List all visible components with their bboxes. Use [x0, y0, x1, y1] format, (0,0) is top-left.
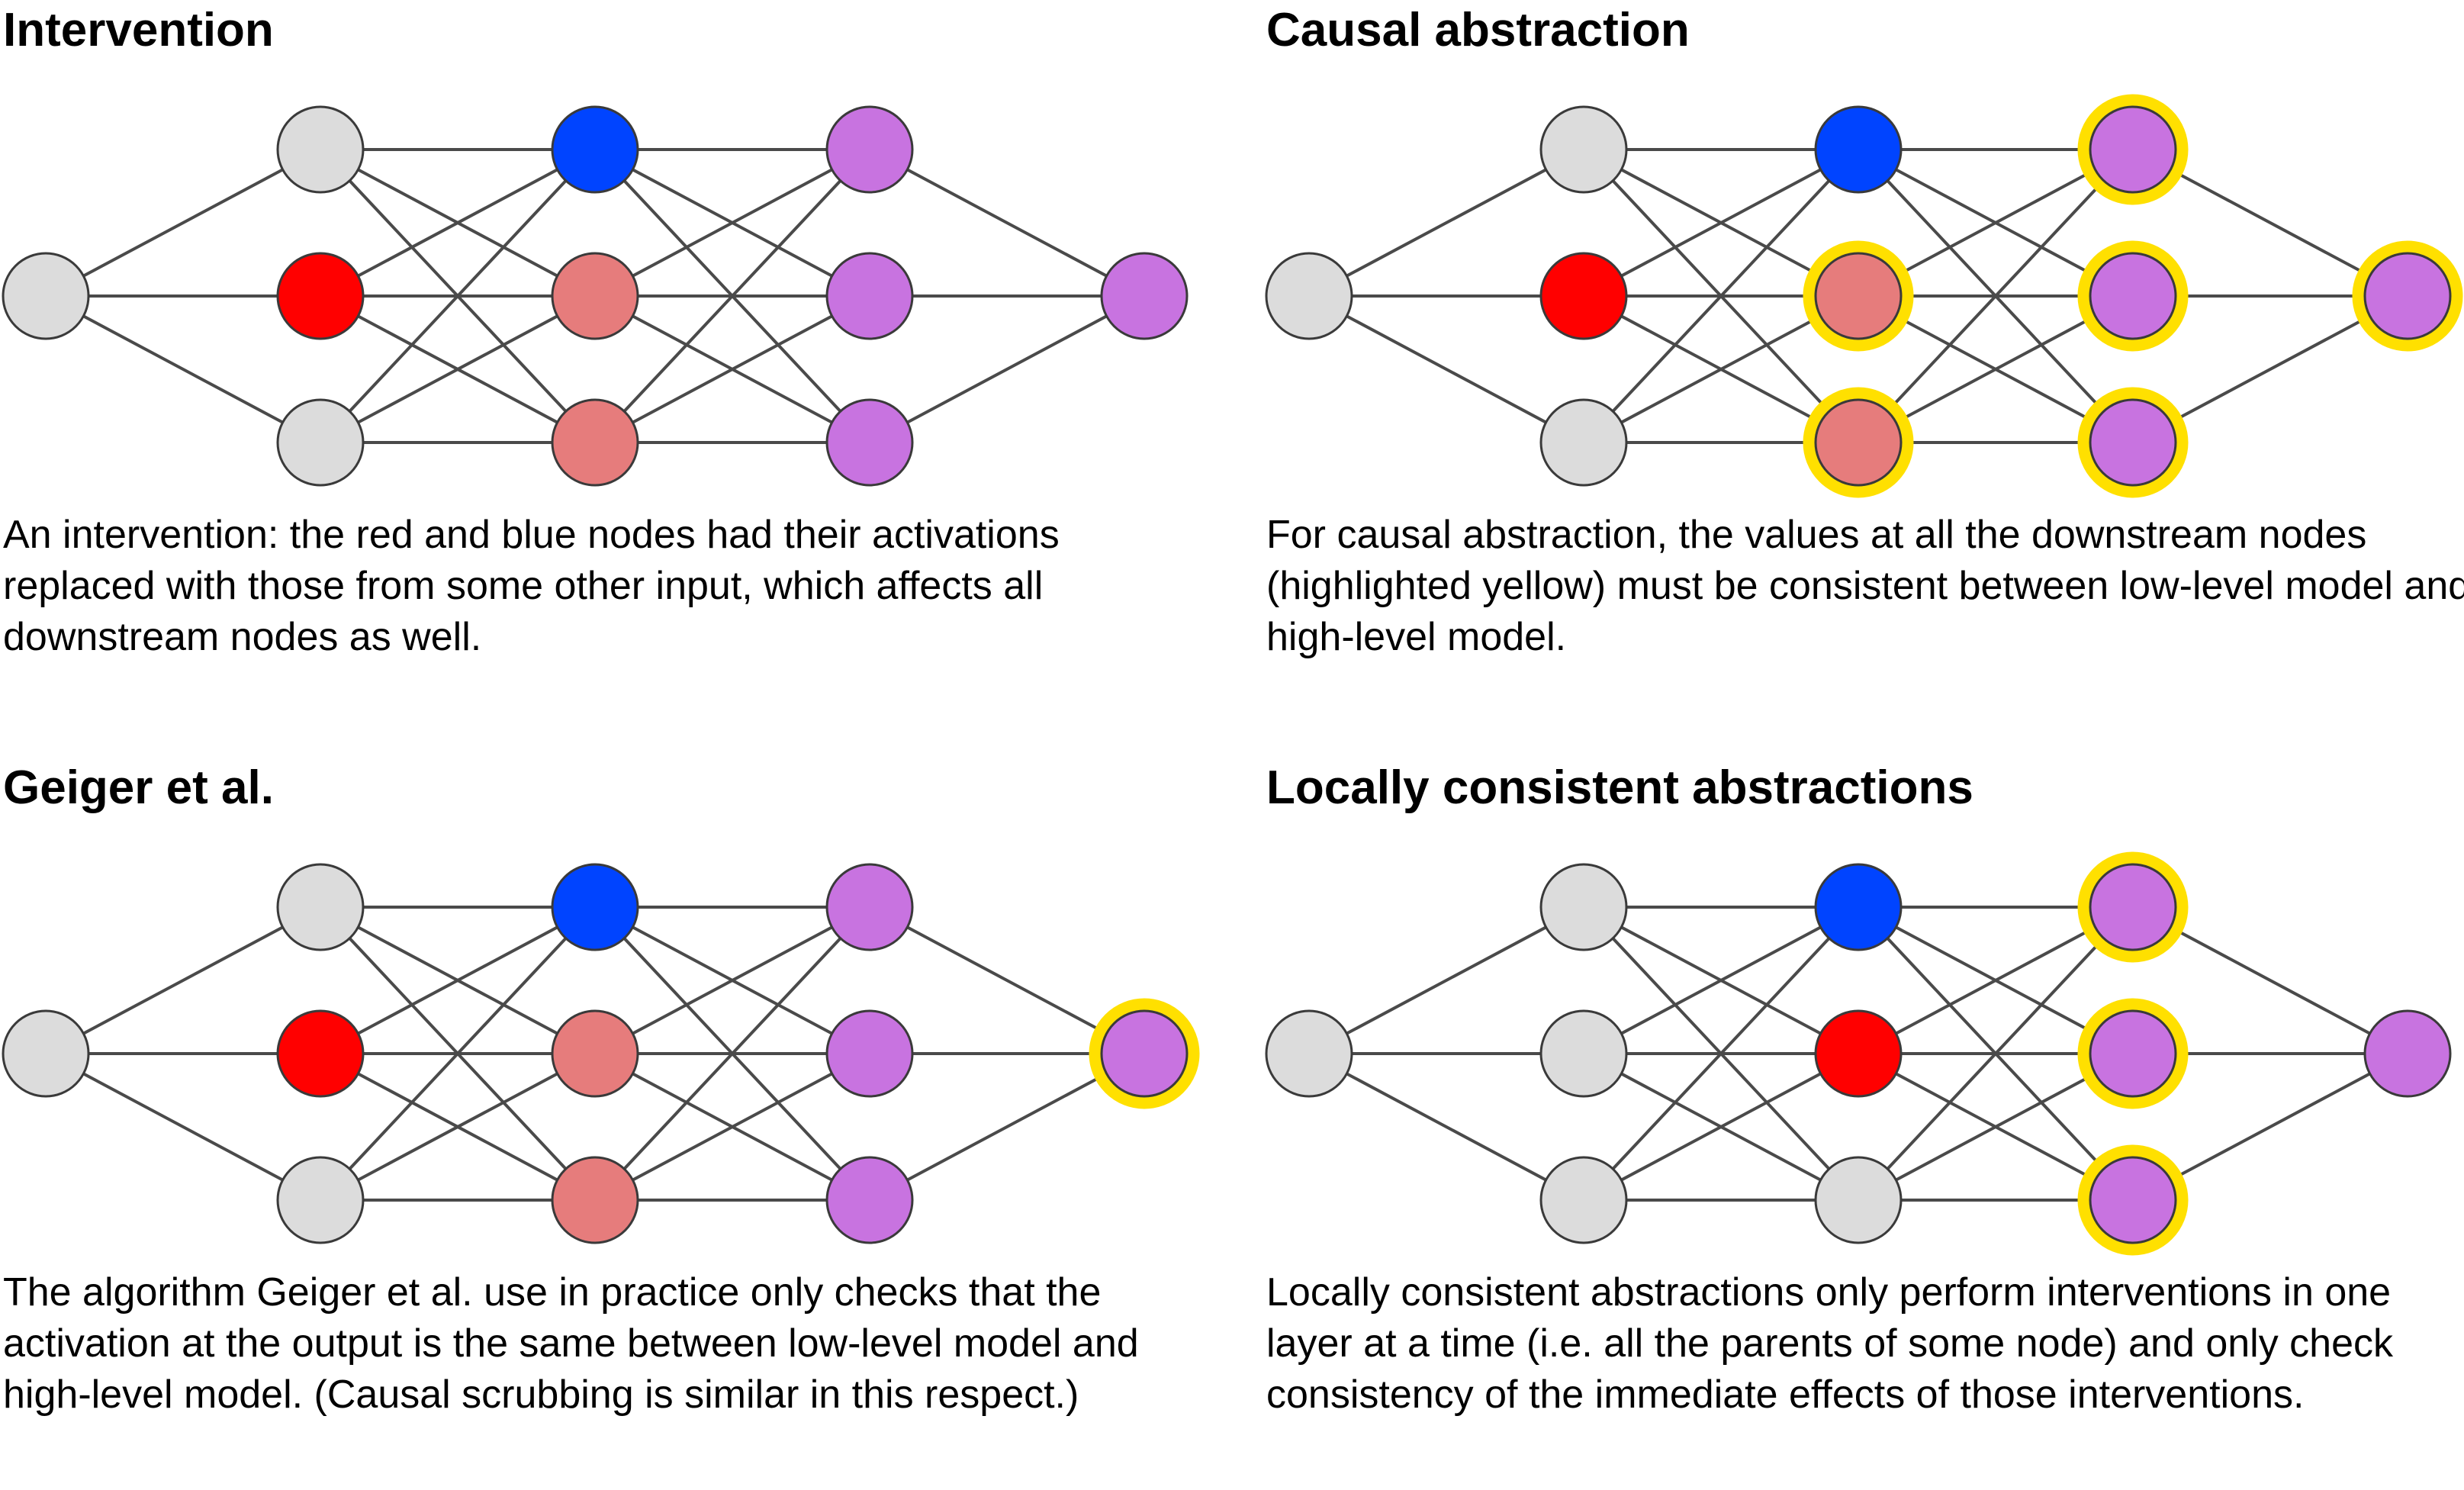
node-hidden3-middle [825, 1009, 914, 1098]
panel-caption: The algorithm Geiger et al. use in pract… [3, 1270, 1139, 1417]
network-diagram [1265, 94, 2463, 498]
network-diagram [1265, 851, 2452, 1256]
edge [869, 294, 1145, 444]
node-input [2, 252, 90, 340]
highlight-ring-hidden3-top [2077, 851, 2189, 963]
edge [45, 294, 321, 444]
node-hidden3-top [825, 863, 914, 951]
edge [1583, 906, 1859, 1055]
node-hidden1-bottom [1539, 1156, 1628, 1244]
edge [320, 1052, 596, 1202]
node-hidden2-bottom [1814, 398, 1903, 487]
node-hidden2-bottom [551, 1156, 639, 1244]
panel-locally-consistent: Locally consistent abstractions Locally … [1263, 758, 2464, 1490]
node-output [1100, 252, 1189, 340]
node-hidden1-middle [276, 252, 365, 340]
node-hidden3-bottom [2089, 1156, 2177, 1244]
panel-caption: Locally consistent abstractions only per… [1266, 1270, 2393, 1417]
highlight-ring-hidden2-middle [1803, 240, 1914, 352]
node-hidden3-middle [825, 252, 914, 340]
panel-intervention: Intervention An intervention: the red an… [0, 0, 1221, 732]
highlight-ring-output [2352, 240, 2463, 352]
edge [594, 1052, 870, 1202]
edge [594, 148, 870, 298]
edge [1857, 906, 2134, 1202]
node-output [2363, 1009, 2452, 1098]
node-hidden3-bottom [2089, 398, 2177, 487]
edge [1857, 148, 2134, 444]
edge [1582, 906, 1860, 1202]
edge [869, 148, 1145, 298]
node-hidden2-top [1814, 105, 1903, 194]
node-hidden2-top [551, 863, 639, 951]
node-hidden2-middle [1814, 252, 1903, 340]
node-hidden2-middle [1814, 1009, 1903, 1098]
node-hidden3-top [2089, 105, 2177, 194]
edge [1583, 148, 1859, 298]
edge [1308, 1052, 1584, 1202]
node-hidden2-top [1814, 863, 1903, 951]
node-output [1100, 1009, 1189, 1098]
node-hidden1-bottom [1539, 398, 1628, 487]
highlight-ring-output [1089, 998, 1200, 1109]
panel-title: Geiger et al. [3, 761, 274, 814]
highlight-ring-hidden3-top [2077, 94, 2189, 205]
node-hidden1-middle [1539, 1009, 1628, 1098]
edge [1583, 1052, 1859, 1202]
highlight-ring-hidden3-middle [2077, 240, 2189, 352]
highlight-ring-hidden3-middle [2077, 998, 2189, 1109]
edge [45, 1052, 321, 1202]
node-hidden1-middle [1539, 252, 1628, 340]
edge [594, 294, 870, 444]
edge [320, 294, 596, 444]
node-hidden3-top [2089, 863, 2177, 951]
node-hidden3-top [825, 105, 914, 194]
edge [593, 148, 871, 444]
edge [1308, 294, 1584, 444]
node-hidden2-middle [551, 252, 639, 340]
edge [1582, 148, 1860, 444]
node-hidden1-top [276, 105, 365, 194]
panel-title: Intervention [3, 4, 274, 56]
node-input [2, 1009, 90, 1098]
edge [319, 148, 597, 444]
node-hidden2-top [551, 105, 639, 194]
panel-causal-abstraction: Causal abstraction For causal abstractio… [1263, 0, 2464, 732]
node-hidden2-bottom [551, 398, 639, 487]
panel-geiger: Geiger et al. The algorithm Geiger et al… [0, 758, 1221, 1490]
node-hidden1-bottom [276, 1156, 365, 1244]
edge [45, 148, 321, 298]
edge [320, 148, 596, 298]
node-hidden2-bottom [1814, 1156, 1903, 1244]
node-hidden2-middle [551, 1009, 639, 1098]
edge [45, 906, 321, 1055]
panel-title: Causal abstraction [1266, 4, 1690, 56]
node-hidden3-bottom [825, 1156, 914, 1244]
node-hidden1-top [1539, 105, 1628, 194]
edge [319, 906, 597, 1202]
node-hidden3-bottom [825, 398, 914, 487]
network-diagram [2, 105, 1189, 487]
node-output [2363, 252, 2452, 340]
node-hidden1-top [1539, 863, 1628, 951]
node-input [1265, 252, 1353, 340]
edge [320, 906, 596, 1055]
edge [1308, 148, 1584, 298]
highlight-ring-hidden3-bottom [2077, 387, 2189, 498]
node-hidden1-middle [276, 1009, 365, 1098]
node-hidden3-middle [2089, 252, 2177, 340]
node-hidden1-top [276, 863, 365, 951]
edge [594, 906, 870, 1055]
node-input [1265, 1009, 1353, 1098]
panel-caption: An intervention: the red and blue nodes … [3, 513, 1060, 659]
node-hidden3-middle [2089, 1009, 2177, 1098]
panel-caption: For causal abstraction, the values at al… [1266, 513, 2464, 659]
edge [1308, 906, 1584, 1055]
highlight-ring-hidden2-bottom [1803, 387, 1914, 498]
highlight-ring-hidden3-bottom [2077, 1144, 2189, 1256]
panel-title: Locally consistent abstractions [1266, 761, 1973, 814]
node-hidden1-bottom [276, 398, 365, 487]
edge [593, 906, 871, 1202]
network-diagram [2, 863, 1200, 1244]
